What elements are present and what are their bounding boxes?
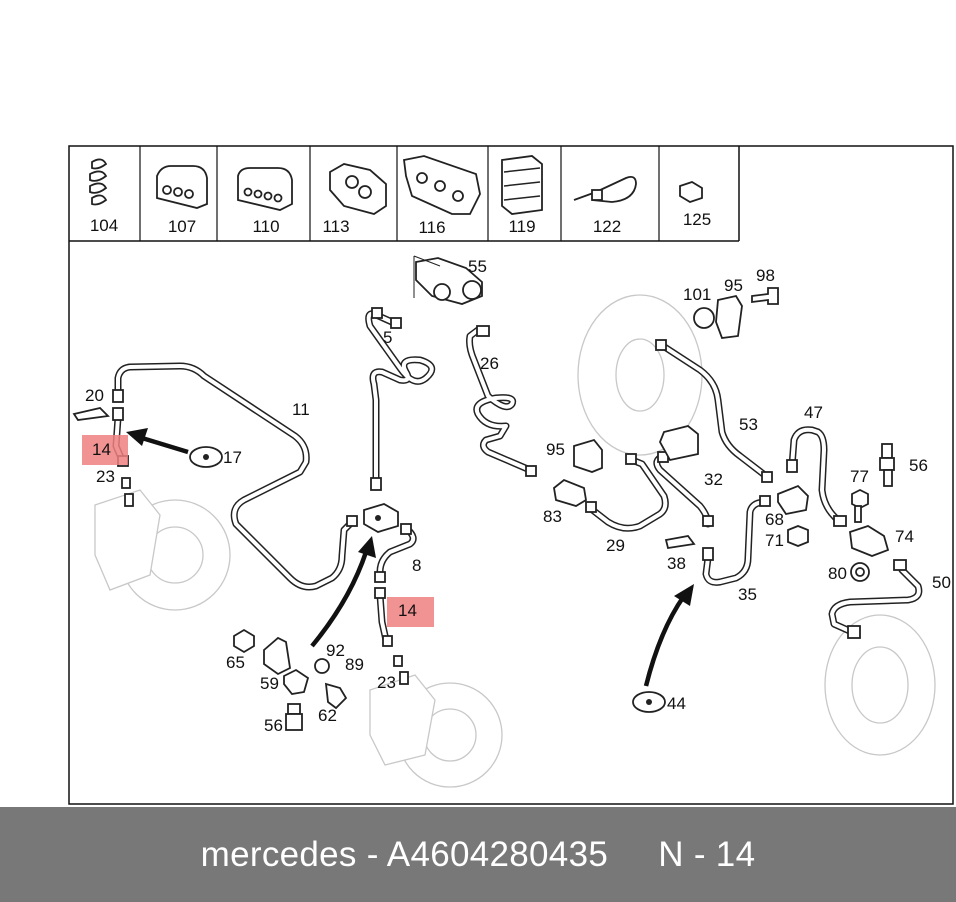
brake-pipe-50 xyxy=(828,566,923,636)
part-label-23-right: 23 xyxy=(377,673,396,692)
brake-pipe-29 xyxy=(586,456,669,532)
part-label-35: 35 xyxy=(738,585,757,604)
arrow-59-to-block xyxy=(310,536,376,648)
part-label-5: 5 xyxy=(383,328,392,347)
brake-pipe-35 xyxy=(702,498,770,586)
part-label-80: 80 xyxy=(828,564,847,583)
part-label-38: 38 xyxy=(667,554,686,573)
part-label-77: 77 xyxy=(850,467,869,486)
pipe-clip-3-icon xyxy=(156,165,208,209)
pipe-holder-triple-icon xyxy=(403,155,481,215)
part-label-62: 62 xyxy=(318,706,337,725)
ghost-rear-drum xyxy=(824,614,936,756)
part-label-95-top: 95 xyxy=(724,276,743,295)
ghost-right-caliper-disc xyxy=(369,674,503,788)
part-label-14-right: 14 xyxy=(398,601,417,620)
bracket-95-center xyxy=(573,438,603,473)
part-label-71: 71 xyxy=(765,531,784,550)
highlight-14-left xyxy=(82,435,128,465)
part-label-68: 68 xyxy=(765,510,784,529)
part-label-17: 17 xyxy=(223,448,242,467)
header-number-125: 125 xyxy=(683,210,711,229)
part-label-26: 26 xyxy=(480,354,499,373)
clip-38 xyxy=(664,535,696,550)
grommet-17 xyxy=(189,446,223,468)
union-83 xyxy=(553,478,587,507)
clip-20 xyxy=(72,407,110,421)
highlight-14-right xyxy=(387,597,434,627)
header-strip xyxy=(69,146,740,242)
distributor-assembly-59 xyxy=(233,628,348,731)
part-label-56-right: 56 xyxy=(909,456,928,475)
part-label-55: 55 xyxy=(468,257,487,276)
grommet-44 xyxy=(632,691,666,713)
part-label-59: 59 xyxy=(260,674,279,693)
header-number-119: 119 xyxy=(508,217,535,236)
header-number-122: 122 xyxy=(593,217,621,236)
part-label-83: 83 xyxy=(543,507,562,526)
part-label-20: 20 xyxy=(85,386,104,405)
pressure-regulator-55 xyxy=(413,255,483,305)
part-label-23-left: 23 xyxy=(96,467,115,486)
part-label-44: 44 xyxy=(667,694,686,713)
part-label-32: 32 xyxy=(704,470,723,489)
part-label-8: 8 xyxy=(412,556,421,575)
footer-part-number: mercedes - A4604280435 N - 14 xyxy=(200,834,756,874)
tee-connector-68 xyxy=(777,484,809,516)
tee-connector-74 xyxy=(849,525,890,557)
part-label-14-left: 14 xyxy=(92,440,111,459)
part-label-47: 47 xyxy=(804,403,823,422)
pipe-holder-double-icon xyxy=(329,163,387,215)
bracket-95-101 xyxy=(693,287,779,339)
brake-pipe-26-coil xyxy=(466,326,534,474)
pipe-clip-4-icon xyxy=(237,167,293,211)
header-number-110: 110 xyxy=(252,217,279,236)
switch-56-right xyxy=(879,443,895,487)
small-clip-icon xyxy=(679,181,703,203)
footer-bar: mercedes - A4604280435 N - 14 xyxy=(0,807,956,902)
part-label-92: 92 xyxy=(326,641,345,660)
spring-clip-icon xyxy=(89,158,108,206)
brake-pipe-53 xyxy=(656,340,770,480)
arrow-17-to-14 xyxy=(126,428,189,455)
header-number-104: 104 xyxy=(90,216,118,235)
bleeder-77 xyxy=(851,488,869,523)
part-label-101: 101 xyxy=(683,285,711,304)
part-label-29: 29 xyxy=(606,536,625,555)
brake-pipe-5-coil xyxy=(365,310,436,482)
nut-71 xyxy=(787,525,809,547)
part-label-95-mid: 95 xyxy=(546,440,565,459)
header-number-107: 107 xyxy=(168,217,196,236)
part-label-56-left: 56 xyxy=(264,716,283,735)
nut-80 xyxy=(850,562,870,582)
part-label-98: 98 xyxy=(756,266,775,285)
arrow-44-to-35 xyxy=(643,584,694,687)
brake-pipe-11 xyxy=(114,362,356,591)
header-number-116: 116 xyxy=(418,218,445,237)
part-label-50: 50 xyxy=(932,573,951,592)
ghost-left-caliper-disc xyxy=(94,489,231,611)
header-number-113: 113 xyxy=(322,217,349,236)
pipe-fittings xyxy=(112,307,907,685)
diagram-frame xyxy=(68,145,954,805)
part-label-53: 53 xyxy=(739,415,758,434)
cable-tie-icon xyxy=(573,175,637,203)
distribution-block-center xyxy=(363,503,399,533)
part-label-89: 89 xyxy=(345,655,364,674)
brake-hose-14-right xyxy=(376,591,390,644)
valve-block-32 xyxy=(659,425,699,462)
part-label-65: 65 xyxy=(226,653,245,672)
pipe-clamp-block-icon xyxy=(501,155,543,215)
part-label-74: 74 xyxy=(895,527,914,546)
part-label-11: 11 xyxy=(292,400,310,419)
brake-pipe-47 xyxy=(788,426,842,524)
